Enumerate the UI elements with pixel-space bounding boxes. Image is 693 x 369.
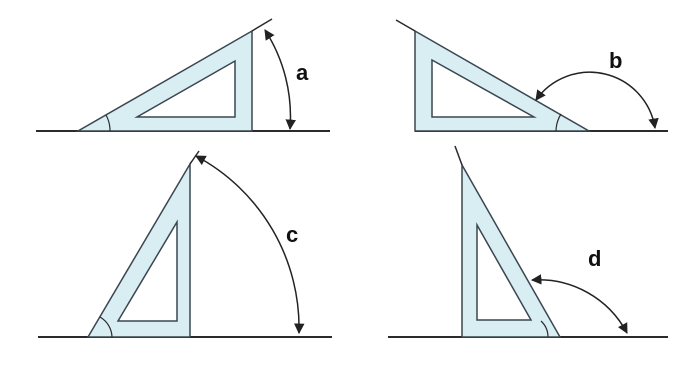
angle-label-a: a: [296, 60, 309, 85]
set-square: [86, 161, 191, 338]
angle-arrow-d: [530, 274, 628, 334]
vertex-angle-arc: [105, 114, 111, 132]
angle-arrow-b: [535, 71, 659, 130]
edge-extension-line: [454, 145, 463, 166]
figure-b: b: [395, 19, 668, 132]
angle-arrow-a: [264, 29, 296, 131]
angle-label-d: d: [588, 246, 601, 271]
figure-a: a: [36, 18, 330, 132]
figure-d: d: [388, 145, 668, 338]
set-square: [414, 29, 592, 132]
set-square: [75, 29, 253, 132]
edge-extension-line: [251, 18, 273, 32]
edge-extension-line: [189, 150, 200, 165]
figure-c: c: [38, 150, 332, 338]
angle-arrow-c: [195, 155, 305, 335]
angle-label-c: c: [286, 222, 298, 247]
edge-extension-line: [395, 19, 416, 32]
vertex-angle-arc: [99, 316, 113, 338]
set-square: [461, 162, 562, 338]
angle-label-b: b: [609, 48, 622, 73]
